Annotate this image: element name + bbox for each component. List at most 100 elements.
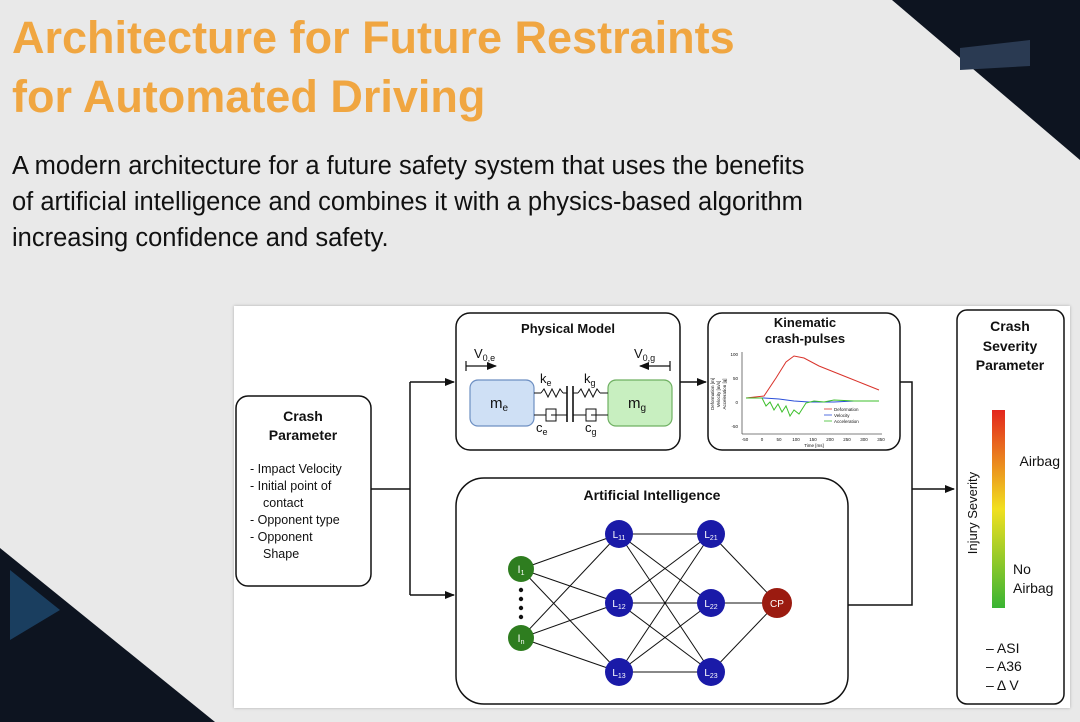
hidden-node-l11: L11 [605,520,633,548]
kinematic-frame [707,312,901,451]
legend-acceleration: Acceleration [834,419,859,424]
pulse-x-tick-8: 300 [860,437,868,442]
subtitle-line-3: increasing confidence and safety. [12,224,389,252]
kinematic-title-1: Kinematic [774,315,836,330]
damper-g-label: cg [585,420,597,437]
pulse-y-tick-3: 0 [735,400,738,405]
damper-e-label: ce [536,420,548,437]
severity-title-3: Parameter [976,357,1045,373]
bottom-left-dark-panel [0,548,215,722]
pulse-y-label-2: Velocity [m/s] [716,381,721,408]
pulse-y-tick-1: 100 [730,352,738,357]
velocity-g-label: V0,g [634,346,655,363]
svg-text:L23: L23 [704,668,717,680]
pulse-x-label: Time [ms] [804,443,824,448]
crash-parameter-title-2: Parameter [269,427,338,443]
pulse-y-labels: Deformation [m] Velocity [m/s] Accelerat… [710,378,727,410]
subtitle-line-2: of artificial intelligence and combines … [12,188,803,216]
severity-metric-delta-v: – Δ V [986,677,1019,693]
output-node-cp: CP [762,588,792,618]
crash-parameter-item-2: - Initial point of [250,479,332,493]
architecture-diagram: Crash Parameter - Impact Velocity - Init… [234,306,1070,708]
severity-title-2: Severity [983,338,1038,354]
mass-g-block [607,379,673,427]
legend-velocity: Velocity [834,413,850,418]
severity-metric-a36: – A36 [986,658,1022,674]
crash-parameter-item-3: contact [263,496,304,510]
hidden-node-l12: L12 [605,589,633,617]
spring-e [540,387,564,399]
severity-airbag-label: Airbag [1020,453,1060,469]
physical-model-title: Physical Model [521,321,615,336]
spring-g-label: kg [584,371,596,388]
ai-box: Artificial Intelligence [455,477,849,705]
spring-g [577,387,601,399]
pulse-x-tick-5: 150 [809,437,817,442]
hidden-node-l22: L22 [697,589,725,617]
crash-parameter-frame [235,395,372,587]
top-right-pattern [960,40,1030,70]
pulse-y-label-3: Acceleration [g] [722,378,727,409]
mass-e-label: me [490,395,509,414]
pulse-x-tick-6: 200 [826,437,834,442]
slide-title-line-1: Architecture for Future Restraints [12,12,735,63]
severity-axis-label: Injury Severity [965,471,980,554]
severity-box: Crash Severity Parameter Injury Severity… [956,309,1065,705]
pulse-x-tick-9: 350 [877,437,885,442]
spring-damper-system [534,386,608,422]
pulse-x-tick-3: 50 [776,437,782,442]
physical-model-box: Physical Model V0,e V0,g me mg ke [455,312,681,451]
hidden-node-l13: L13 [605,658,633,686]
ai-out-line [848,489,913,606]
crash-parameter-title-1: Crash [283,408,323,424]
svg-text:CP: CP [770,599,784,610]
architecture-diagram-svg: Crash Parameter - Impact Velocity - Init… [235,309,1065,705]
deformation-curve [745,355,880,399]
pulse-x-tick-4: 100 [792,437,800,442]
severity-no-label: No [1013,561,1031,577]
pulse-y-tick-2: 50 [733,376,739,381]
input-node-n: In [508,625,534,651]
hidden-node-l23: L23 [697,658,725,686]
svg-text:L12: L12 [612,599,625,611]
velocity-e-label: V0,e [474,346,495,363]
kinematic-box: Kinematic crash-pulses 100 50 0 -50 -50 … [707,312,901,451]
pulse-y-tick-4: -50 [731,424,738,429]
severity-frame [956,309,1065,705]
input-ellipsis [518,587,524,620]
severity-gradient-bar [992,410,1005,608]
slide-subtitle: A modern architecture for a future safet… [12,148,972,256]
acceleration-curve [746,397,879,418]
input-node-1: I1 [508,556,534,582]
crash-parameter-box: Crash Parameter - Impact Velocity - Init… [235,395,372,587]
pulse-x-tick-1: -50 [742,437,749,442]
crash-parameter-item-4: - Opponent type [250,513,340,527]
crash-parameter-item-1: - Impact Velocity [250,462,342,476]
slide-title: Architecture for Future Restraints for A… [12,8,735,126]
kinematic-title-2: crash-pulses [765,331,845,346]
slide-title-line-2: for Automated Driving [12,71,486,122]
kinematic-out-line [900,381,913,489]
legend-deformation: Deformation [834,407,859,412]
top-right-dark-panel [892,0,1080,160]
spring-e-label: ke [540,371,552,388]
svg-text:In: In [518,633,525,646]
ai-title: Artificial Intelligence [584,487,721,503]
subtitle-line-1: A modern architecture for a future safet… [12,152,805,180]
severity-metric-asi: – ASI [986,640,1019,656]
severity-no-airbag-label: Airbag [1013,580,1053,596]
hidden-node-l21: L21 [697,520,725,548]
network-edges [520,533,778,673]
severity-title-1: Crash [990,318,1030,334]
svg-text:L13: L13 [612,668,625,680]
crash-parameter-item-5: - Opponent [250,530,313,544]
svg-text:L22: L22 [704,599,717,611]
crash-parameter-item-6: Shape [263,547,299,561]
mass-g-label: mg [628,395,646,414]
pulse-x-tick-2: 0 [761,437,764,442]
connectors [371,378,955,606]
bottom-left-pattern [10,570,60,640]
svg-text:I1: I1 [518,564,525,577]
pulse-y-label-1: Deformation [m] [710,378,715,410]
svg-text:L21: L21 [704,530,717,542]
